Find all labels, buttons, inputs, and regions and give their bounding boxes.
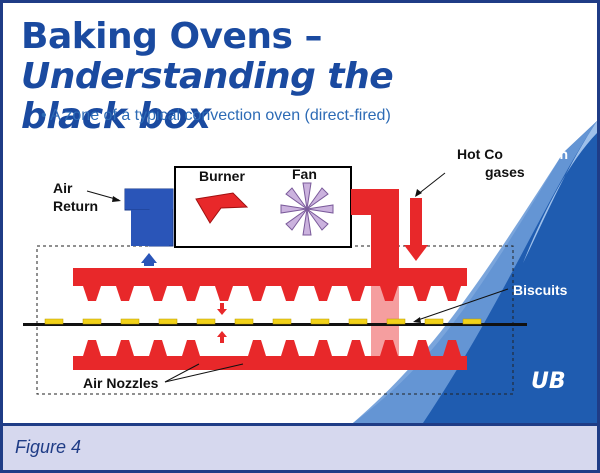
ub-logo: UB: [531, 369, 566, 394]
flow-arrows: [217, 303, 227, 343]
label-return: Return: [53, 198, 98, 214]
hot-gas-arrow-shaft: [410, 198, 422, 246]
lower-nozzles: [83, 340, 461, 356]
upper-plenum: [73, 268, 467, 286]
air-return-arrow-stem: [144, 262, 154, 266]
burner-icon: [195, 192, 249, 224]
label-air: Air: [53, 180, 73, 196]
label-fan: Fan: [292, 166, 317, 182]
oven-diagram: Air Return Burner Fan Hot Co mbustion ga…: [23, 146, 568, 395]
supply-duct-vertical: [371, 189, 399, 275]
title-plain: Baking Ovens –: [21, 16, 323, 57]
air-return-duct-top: [125, 189, 173, 209]
label-burner: Burner: [199, 168, 245, 184]
leader-arrowheads: [112, 189, 422, 323]
air-return-duct-down: [131, 210, 169, 246]
hot-gas-arrow-icon: [404, 245, 428, 261]
label-air-nozzles: Air Nozzles: [83, 375, 159, 391]
bullet-text: • A zone of a typical convection oven (d…: [41, 107, 391, 124]
slide: Baking Ovens – Understanding the black b…: [3, 3, 597, 423]
caption-bar: Figure 4: [3, 423, 597, 470]
title-italic-2: black box: [21, 96, 211, 137]
upper-nozzles: [83, 286, 461, 301]
leader-lines: [86, 172, 509, 383]
lower-plenum: [73, 356, 467, 370]
air-return-arrow-icon: [141, 253, 157, 263]
background-swoosh: [353, 121, 597, 423]
biscuits: [44, 318, 482, 325]
slide-title: Baking Ovens – Understanding the black b…: [21, 17, 597, 137]
conveyor-band: [23, 323, 527, 326]
label-gases: gases: [485, 164, 525, 180]
label-hot-co: Hot Co: [457, 146, 503, 162]
label-biscuits: Biscuits: [513, 282, 568, 298]
label-mbustion: mbustion: [505, 146, 568, 162]
title-italic-1: Understanding the: [21, 56, 394, 97]
figure-caption: Figure 4: [15, 437, 82, 457]
fan-icon: [280, 182, 334, 236]
